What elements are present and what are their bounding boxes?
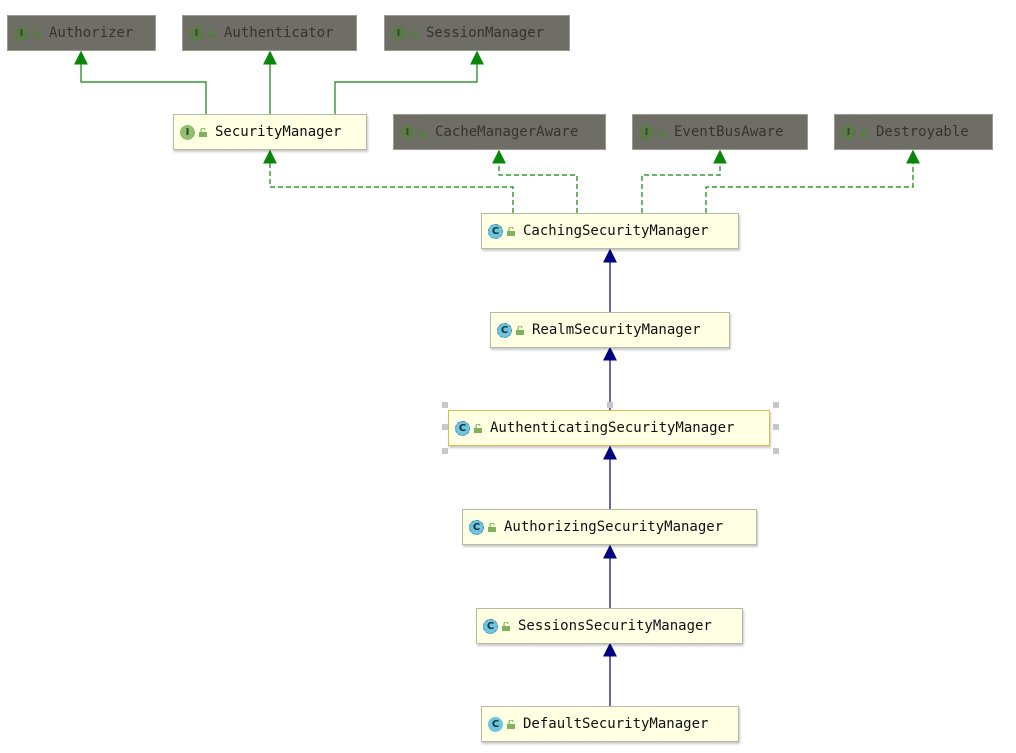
edge-securitymanager-authorizer (74, 50, 207, 114)
node-cachingsecuritymanager[interactable]: C CachingSecurityManager (481, 213, 739, 249)
abstract-class-icon: C (455, 420, 470, 436)
node-label: EventBusAware (674, 124, 784, 140)
unlock-icon (516, 325, 524, 335)
node-label: SessionsSecurityManager (518, 618, 712, 634)
edge-caching-eventbusaware (641, 149, 727, 213)
class-icon: C (488, 716, 503, 732)
interface-icon: I (180, 124, 195, 140)
interface-icon: I (841, 124, 856, 140)
node-label: Destroyable (876, 124, 969, 140)
node-cachemanageraware[interactable]: I CacheManagerAware (393, 114, 606, 150)
node-authorizingsecuritymanager[interactable]: C AuthorizingSecurityManager (462, 509, 757, 545)
node-label: CachingSecurityManager (523, 223, 709, 239)
abstract-class-icon: C (469, 519, 484, 535)
unlock-icon (502, 621, 510, 631)
node-label: SecurityManager (215, 124, 342, 140)
edge-caching-securitymanager (263, 149, 514, 213)
interface-icon: I (391, 25, 406, 41)
abstract-class-icon: C (488, 223, 503, 239)
interface-icon: I (189, 25, 204, 41)
edge-caching-destroyable (705, 149, 920, 213)
unlock-icon (488, 522, 496, 532)
node-label: SessionManager (426, 25, 545, 41)
unlock-icon (474, 423, 482, 433)
node-defaultsecuritymanager[interactable]: C DefaultSecurityManager (481, 706, 739, 742)
node-realmsecuritymanager[interactable]: C RealmSecurityManager (490, 312, 730, 348)
node-authenticatingsecuritymanager[interactable]: C AuthenticatingSecurityManager (448, 410, 770, 446)
node-securitymanager[interactable]: I SecurityManager (173, 114, 367, 150)
node-label: RealmSecurityManager (532, 322, 701, 338)
selection-handle[interactable] (773, 402, 779, 408)
interface-icon: I (14, 25, 29, 41)
unlock-icon (199, 127, 207, 137)
selection-handle[interactable] (607, 402, 613, 408)
interface-icon: I (400, 124, 415, 140)
node-sessionmanager[interactable]: I SessionManager (384, 15, 570, 51)
node-label: AuthorizingSecurityManager (504, 519, 724, 535)
node-destroyable[interactable]: I Destroyable (834, 114, 993, 150)
lock-icon (419, 127, 427, 137)
interface-icon: I (639, 124, 654, 140)
lock-icon (860, 127, 868, 137)
lock-icon (410, 28, 418, 38)
node-eventbusaware[interactable]: I EventBusAware (632, 114, 808, 150)
lock-icon (658, 127, 666, 137)
node-label: CacheManagerAware (435, 124, 579, 140)
abstract-class-icon: C (483, 618, 498, 634)
lock-icon (33, 28, 41, 38)
node-sessionssecuritymanager[interactable]: C SessionsSecurityManager (476, 608, 743, 644)
node-label: DefaultSecurityManager (523, 716, 709, 732)
node-label: AuthenticatingSecurityManager (490, 420, 735, 436)
selection-handle[interactable] (442, 448, 448, 454)
selection-handle[interactable] (773, 424, 779, 430)
selection-handle[interactable] (773, 448, 779, 454)
edge-caching-cachemanageraware (492, 149, 578, 213)
selection-handle[interactable] (442, 424, 448, 430)
edge-securitymanager-sessionmanager (334, 50, 484, 114)
unlock-icon (507, 226, 515, 236)
selection-handle[interactable] (442, 402, 448, 408)
node-label: Authorizer (49, 25, 134, 41)
abstract-class-icon: C (497, 322, 512, 338)
unlock-icon (507, 719, 515, 729)
lock-icon (208, 28, 216, 38)
node-label: Authenticator (224, 25, 334, 41)
node-authenticator[interactable]: I Authenticator (182, 15, 357, 51)
node-authorizer[interactable]: I Authorizer (7, 15, 156, 51)
